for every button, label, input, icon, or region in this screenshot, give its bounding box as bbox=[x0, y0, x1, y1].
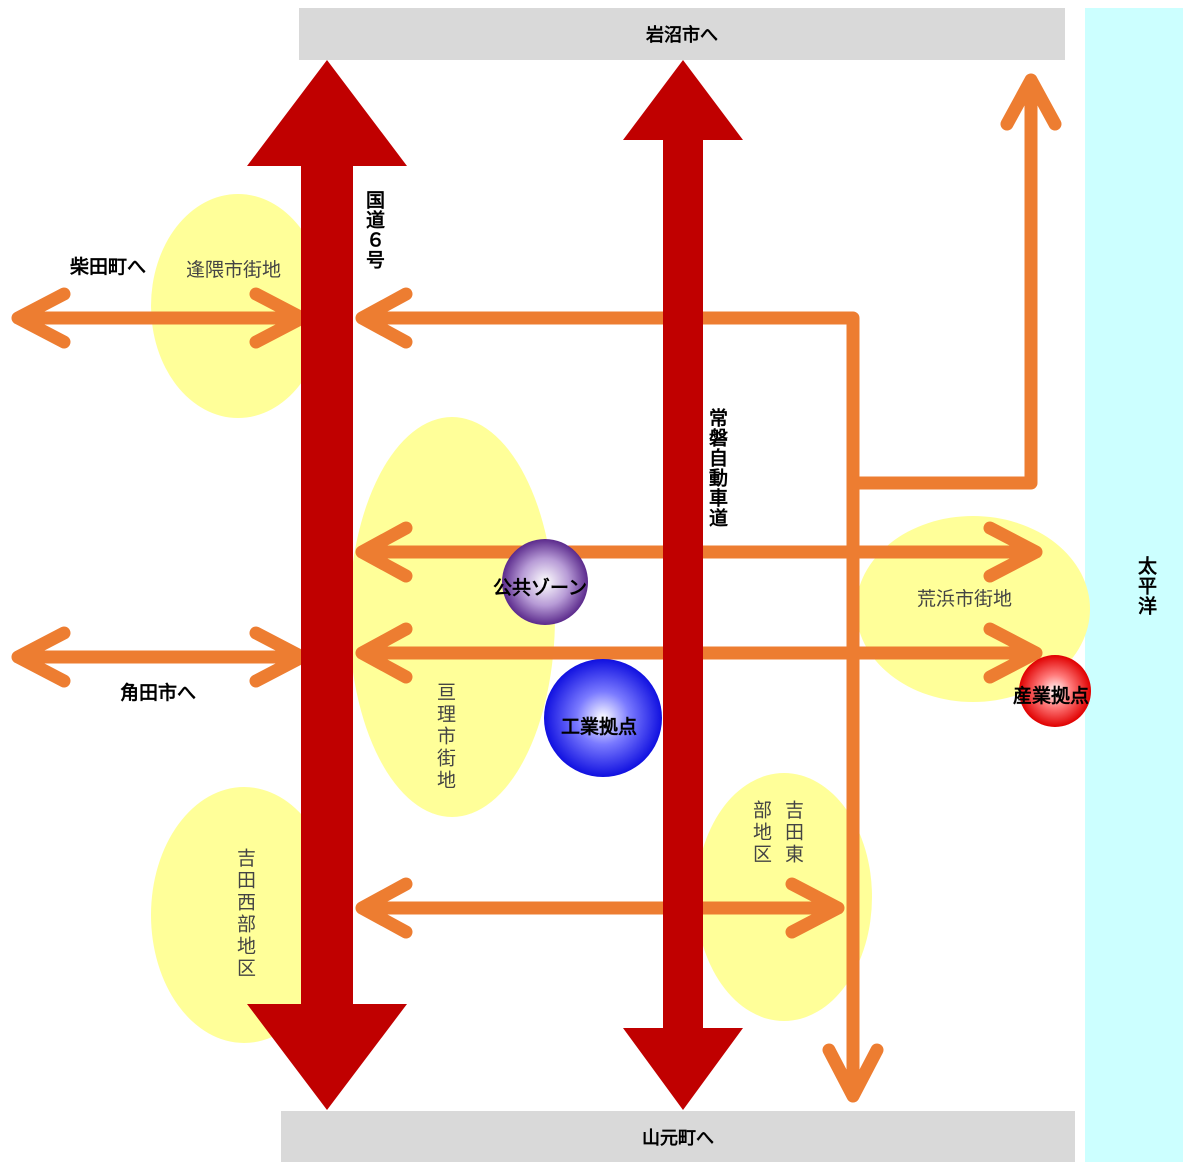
west-lower-route bbox=[11, 626, 309, 688]
industry-hub bbox=[1019, 655, 1091, 727]
osakuma-label: 逢隈市街地 bbox=[186, 259, 282, 281]
north-destination-label: 岩沼市へ bbox=[646, 25, 718, 46]
arahama-label: 荒浜市街地 bbox=[917, 588, 1013, 610]
south-cross-route bbox=[355, 877, 845, 939]
north-loop-route bbox=[355, 287, 884, 1103]
watari-label: 亘理市街地 bbox=[434, 682, 456, 792]
south-destination-label: 山元町へ bbox=[642, 1127, 714, 1149]
northeast-branch-route bbox=[846, 73, 1062, 490]
industrial-hub bbox=[544, 659, 662, 777]
west-upper-destination-label: 柴田町へ bbox=[70, 256, 147, 278]
national-route-6-arrow bbox=[247, 60, 407, 1110]
industrial-hub-label: 工業拠点 bbox=[561, 716, 638, 738]
ocean-strip bbox=[1085, 8, 1183, 1162]
west-lower-destination-label: 角田市へ bbox=[120, 682, 197, 704]
expressway-arrow bbox=[623, 60, 743, 1110]
national-route-label: 国道６号 bbox=[363, 190, 385, 270]
yoshida-east-zone bbox=[696, 773, 872, 1021]
industry-hub-label: 産業拠点 bbox=[1013, 685, 1090, 707]
watari-zone bbox=[349, 417, 555, 817]
yoshida-west-label: 吉田西部地区 bbox=[234, 848, 256, 980]
yoshida-east-label: 吉田東 部地区 bbox=[750, 800, 804, 866]
south-destination-box bbox=[281, 1111, 1075, 1162]
osakuma-zone bbox=[151, 194, 325, 418]
expressway-label: 常磐自動車道 bbox=[706, 408, 728, 528]
yoshida-west-zone bbox=[151, 787, 337, 1043]
north-destination-box bbox=[299, 8, 1065, 60]
orange-routes bbox=[11, 73, 1062, 1103]
ocean-label: 太平洋 bbox=[1135, 556, 1157, 616]
public-zone-hub bbox=[502, 539, 588, 625]
public-zone-label: 公共ゾーン bbox=[493, 577, 588, 599]
